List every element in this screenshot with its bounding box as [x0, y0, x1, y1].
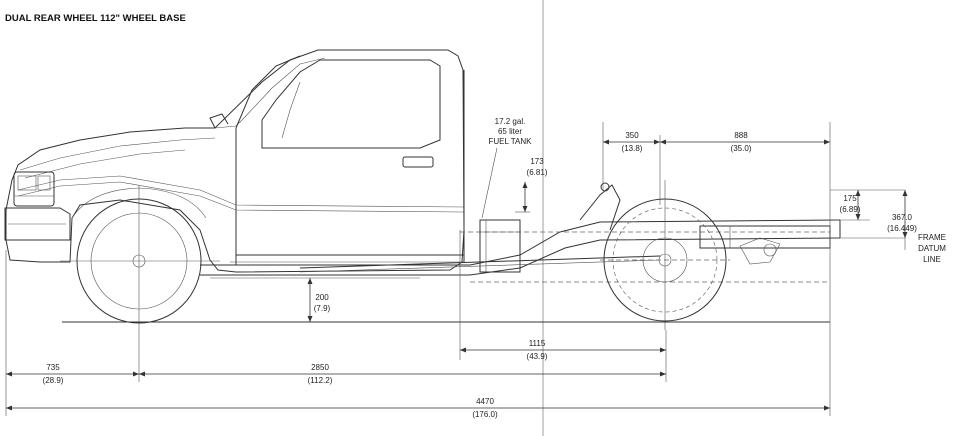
dim-2850-in: (112.2)	[308, 376, 333, 385]
dim-4470-mm: 4470	[476, 397, 494, 406]
dim-367-mm: 367.0	[892, 213, 913, 222]
dim-173-in: (6.81)	[527, 168, 548, 177]
diagram-title: DUAL REAR WHEEL 112" WHEEL BASE	[5, 13, 186, 24]
frame-datum-line3: LINE	[923, 255, 941, 264]
dim-735: 735 (28.9)	[43, 363, 64, 385]
frame-datum-line1: FRAME	[918, 233, 946, 242]
dim-1115-mm: 1115	[529, 339, 546, 348]
fuel-tank-caption: FUEL TANK	[489, 137, 533, 146]
dim-367-in: (16.449)	[887, 224, 917, 233]
dim-175-in: (6.89)	[840, 205, 861, 214]
fuel-tank-capacity-gal: 17.2 gal.	[495, 117, 526, 126]
dim-175: 175 (6.89)	[840, 194, 861, 214]
dim-735-mm: 735	[46, 363, 60, 372]
frame-datum-label: FRAME DATUM LINE	[918, 233, 946, 264]
frame-datum-line2: DATUM	[918, 244, 946, 253]
dim-350: 350 (13.8)	[622, 131, 643, 153]
dim-173-mm: 173	[530, 157, 544, 166]
dim-350-mm: 350	[625, 131, 639, 140]
dim-888: 888 (35.0)	[731, 131, 752, 153]
fuel-tank-label: 17.2 gal. 65 liter FUEL TANK	[489, 117, 533, 146]
dim-1115: 1115 (43.9)	[527, 339, 548, 361]
dim-4470: 4470 (176.0)	[472, 397, 498, 419]
truck-cab	[4, 49, 465, 273]
rear-wheel	[600, 180, 730, 330]
extension-lines	[5, 122, 905, 416]
dim-175-mm: 175	[843, 194, 857, 203]
dimension-lines	[6, 135, 906, 409]
dim-1115-in: (43.9)	[527, 352, 548, 361]
dim-173: 173 (6.81)	[527, 157, 548, 177]
dim-200-in: (7.9)	[314, 304, 331, 313]
dim-200: 200 (7.9)	[314, 293, 331, 313]
fuel-tank-capacity-liter: 65 liter	[498, 127, 522, 136]
dim-2850-mm: 2850	[311, 363, 329, 372]
dim-200-mm: 200	[315, 293, 329, 302]
dim-4470-in: (176.0)	[472, 410, 498, 419]
dimension-arrowheads	[6, 139, 908, 411]
dim-2850: 2850 (112.2)	[308, 363, 333, 385]
chassis-frame	[200, 182, 841, 283]
dim-735-in: (28.9)	[43, 376, 64, 385]
dim-350-in: (13.8)	[622, 144, 643, 153]
front-wheel	[60, 185, 220, 330]
dim-888-in: (35.0)	[731, 144, 752, 153]
dim-888-mm: 888	[734, 131, 748, 140]
dim-367: 367.0 (16.449)	[887, 213, 917, 233]
